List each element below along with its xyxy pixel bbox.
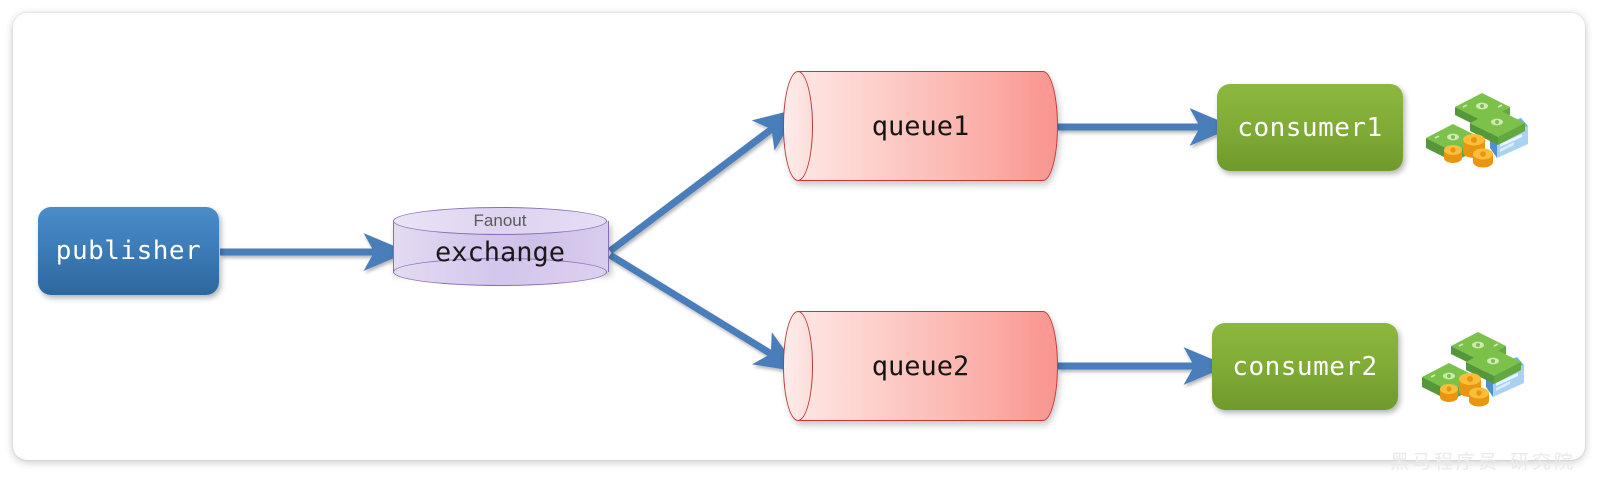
- node-exchange[interactable]: Fanout exchange: [393, 207, 609, 286]
- money-icon: [1414, 327, 1524, 411]
- queue2-cylinder-body: [798, 311, 1043, 421]
- queue1-label: queue1: [871, 110, 970, 142]
- queue1-cylinder-body: [798, 71, 1043, 181]
- node-queue1[interactable]: queue1: [783, 71, 1058, 181]
- money-icon: [1418, 88, 1528, 172]
- exchange-cylinder-top: [393, 207, 607, 235]
- consumer2-label: consumer2: [1232, 351, 1378, 382]
- publisher-label: publisher: [55, 236, 202, 266]
- queue1-cylinder-right-cap: [1028, 71, 1058, 181]
- exchange-cylinder-bottom: [393, 258, 607, 286]
- node-queue2[interactable]: queue2: [783, 311, 1058, 421]
- watermark: 黑马程序员-研究院: [1390, 451, 1576, 473]
- consumer1-label: consumer1: [1237, 112, 1383, 143]
- queue2-label: queue2: [871, 350, 970, 382]
- node-consumer1[interactable]: consumer1: [1217, 84, 1403, 171]
- exchange-type-label: Fanout: [473, 211, 527, 230]
- node-publisher[interactable]: publisher: [38, 207, 219, 295]
- node-consumer2[interactable]: consumer2: [1212, 323, 1398, 410]
- exchange-label: exchange: [434, 237, 566, 268]
- queue2-cylinder-right-cap: [1028, 311, 1058, 421]
